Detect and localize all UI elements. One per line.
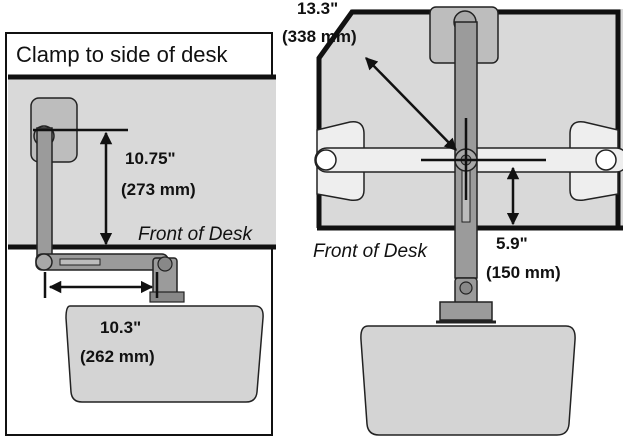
right-keyboard-tray	[360, 325, 576, 436]
left-clamp-bracket	[149, 291, 185, 303]
right-diag-arrow	[365, 57, 457, 151]
right-slide-end-left	[315, 149, 337, 171]
left-arm-vertical	[36, 127, 53, 257]
right-desk-edge	[316, 9, 621, 228]
left-height-value: 10.75"	[125, 149, 176, 168]
right-offset-value: 5.9"	[496, 234, 528, 253]
left-pivot-bottom	[35, 253, 53, 271]
right-front-label: Front of Desk	[313, 241, 429, 262]
right-panel: 13.3" (338 mm) 5.9" (150 mm) Front of De…	[282, 0, 623, 436]
left-reach-value: 10.3"	[100, 318, 141, 337]
left-arm-horizontal	[35, 253, 169, 271]
right-diag-metric: (338 mm)	[282, 27, 357, 46]
right-slide-end-right	[595, 149, 617, 171]
left-clamp-knob	[157, 256, 173, 272]
right-offset-metric: (150 mm)	[486, 263, 561, 282]
left-panel: Clamp to side of desk 10.75" (273 mm) Fr…	[5, 32, 276, 436]
left-keyboard-tray	[65, 305, 264, 403]
left-front-label: Front of Desk	[138, 224, 254, 245]
right-diag-value: 13.3"	[297, 0, 338, 18]
left-panel-title: Clamp to side of desk	[16, 42, 229, 67]
right-clamp-knob	[459, 281, 473, 295]
left-height-metric: (273 mm)	[121, 180, 196, 199]
left-reach-metric: (262 mm)	[80, 347, 155, 366]
left-arm-slot	[59, 258, 101, 266]
right-clamp-bracket	[439, 301, 493, 321]
